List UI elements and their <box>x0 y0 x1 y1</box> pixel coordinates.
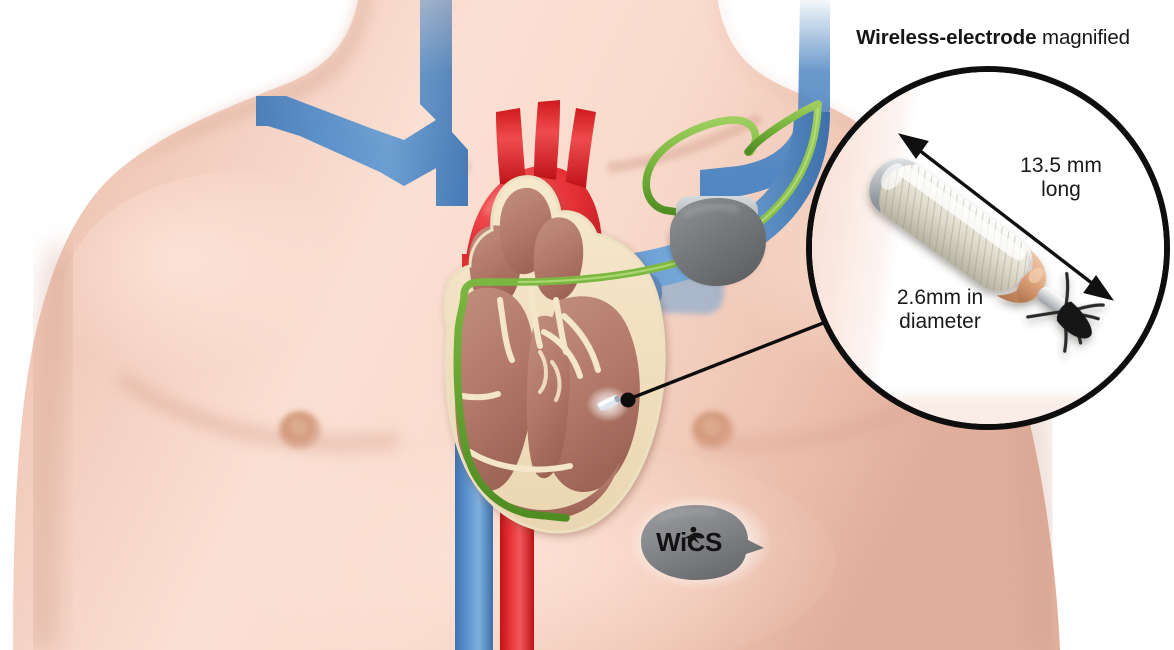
wics-text: WiCS <box>656 526 722 557</box>
electrode-diameter-label: 2.6mm in diameter <box>896 286 984 334</box>
nipples <box>279 411 734 449</box>
pointer-line <box>620 316 837 408</box>
magnifier-title-bold: Wireless-electrode <box>856 26 1037 49</box>
running-figure-icon <box>684 526 702 547</box>
generator-body <box>670 198 766 286</box>
electrode-length-label: 13.5 mm long <box>1020 154 1102 202</box>
magnifier-title-rest: magnified <box>1036 26 1130 49</box>
length-dimension-arrow <box>897 133 1115 301</box>
magnifier-circle <box>806 66 1170 430</box>
wics-badge <box>628 494 772 590</box>
electrode-graphic <box>869 158 1105 353</box>
implanted-electrode <box>586 386 630 422</box>
wics-badge-label: WiCS <box>641 505 763 579</box>
magnifier-content <box>812 72 1164 424</box>
pacemaker-generator <box>668 196 766 286</box>
magnifier-title: Wireless-electrode magnified <box>700 26 1130 50</box>
